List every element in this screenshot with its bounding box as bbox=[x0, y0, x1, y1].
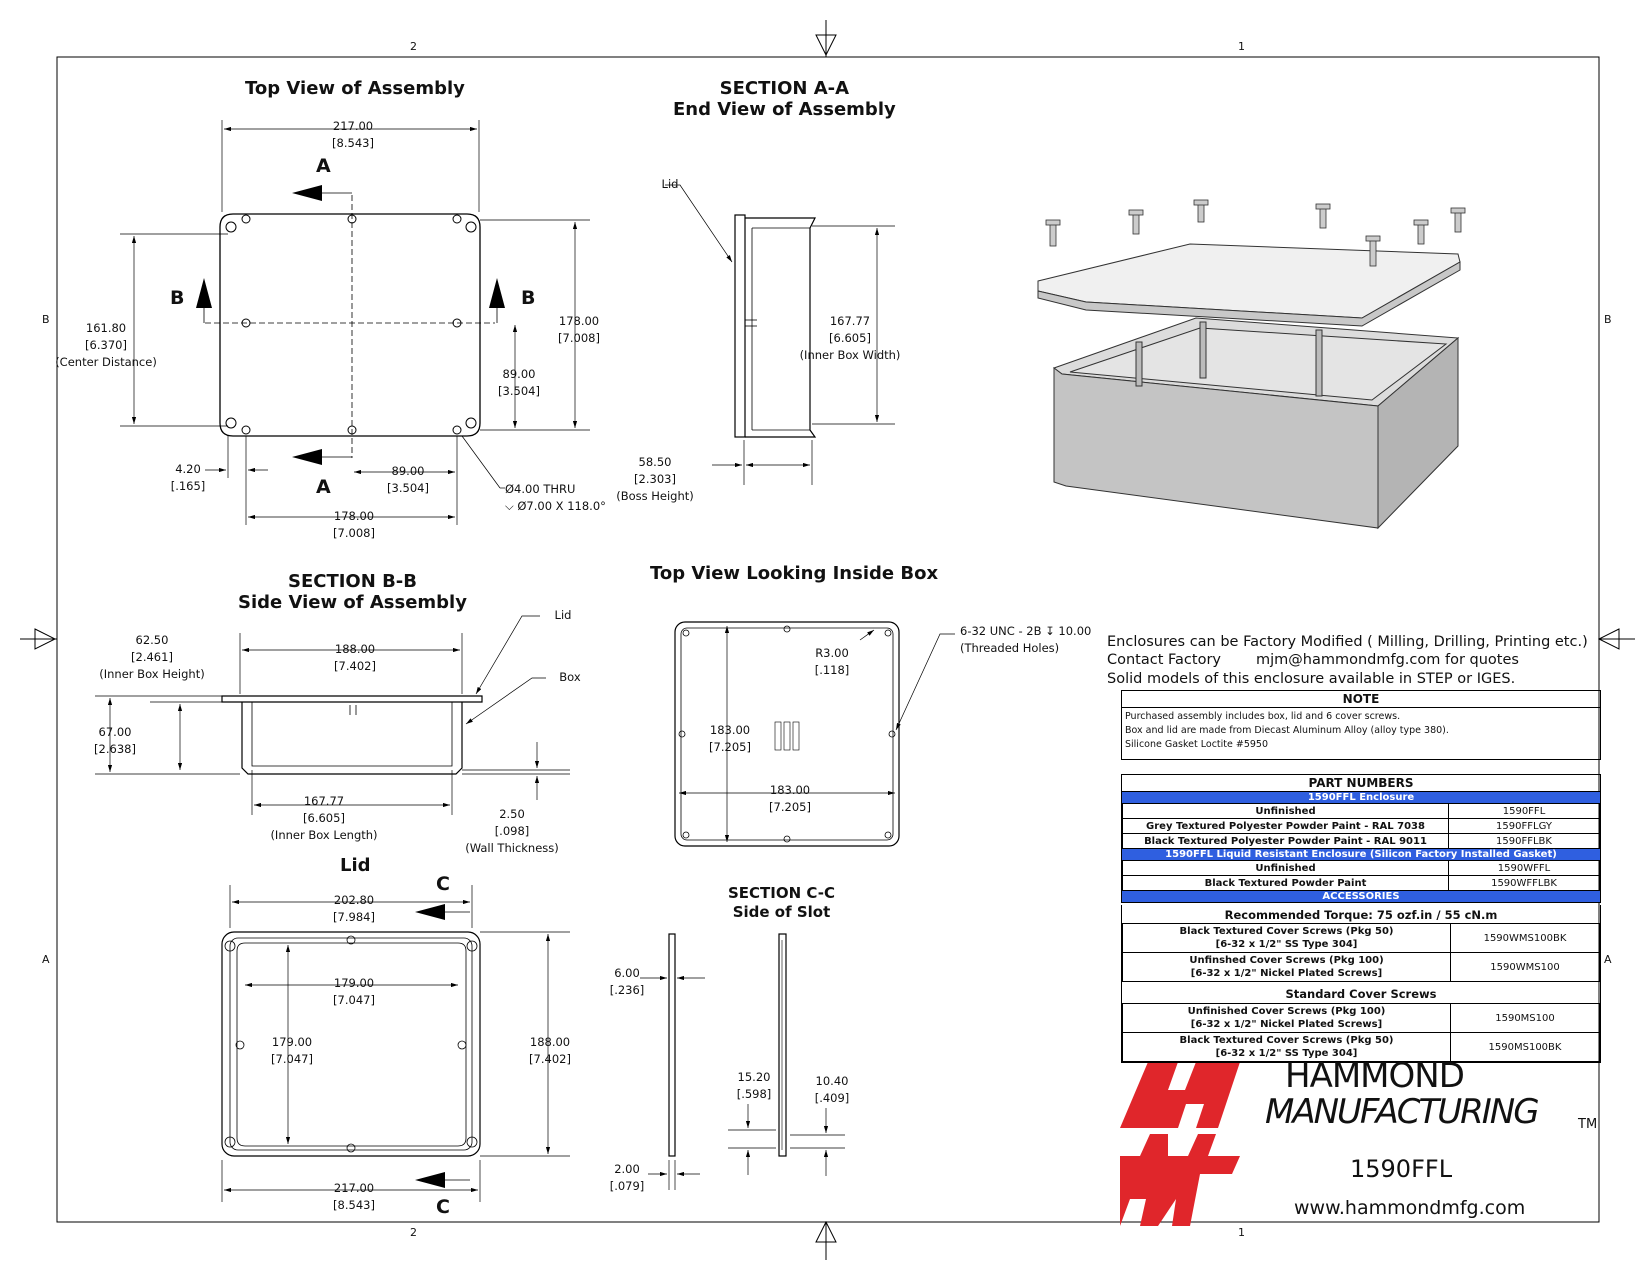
info-line-2b: mjm@hammondmfg.com for quotes bbox=[1256, 652, 1519, 668]
inside-view-drawing bbox=[674, 621, 955, 847]
top-view-title: Top View of Assembly bbox=[245, 78, 465, 99]
brand-name-2: MANUFACTURING bbox=[1265, 1092, 1540, 1132]
part-number-title: 1590FFL bbox=[1350, 1155, 1453, 1183]
lid-label-aa: Lid bbox=[661, 177, 679, 191]
dim-half-height: 89.00[3.504] bbox=[498, 367, 540, 398]
section-cc-drawing bbox=[640, 933, 845, 1190]
section-a-label-bottom: A bbox=[316, 476, 331, 498]
left-center-mark bbox=[20, 628, 57, 650]
grid-left-a: A bbox=[42, 953, 50, 966]
thread-callout: 6-32 UNC - 2B ↧ 10.00(Threaded Holes) bbox=[960, 624, 1092, 655]
info-line-2a: Contact Factory bbox=[1107, 652, 1221, 668]
grid-bottom-2: 2 bbox=[410, 1226, 417, 1239]
standard-screws-header: Standard Cover Screws bbox=[1285, 987, 1437, 1001]
dim-lid-inner-width: 179.00[7.047] bbox=[333, 976, 375, 1007]
grid-top-1: 1 bbox=[1238, 40, 1245, 53]
part-numbers-header: PART NUMBERS bbox=[1122, 775, 1600, 792]
top-view-drawing bbox=[120, 120, 590, 525]
dim-lid-height: 188.00[7.402] bbox=[529, 1035, 571, 1066]
brand-name-1: HAMMOND bbox=[1285, 1056, 1465, 1096]
dim-radius: R3.00[.118] bbox=[814, 646, 850, 677]
info-line-3: Solid models of this enclosure available… bbox=[1107, 671, 1516, 687]
accessories-box: Recommended Torque: 75 ozf.in / 55 cN.m … bbox=[1121, 905, 1601, 1063]
note-line: Purchased assembly includes box, lid and… bbox=[1125, 711, 1401, 722]
group-accessories: ACCESSORIES bbox=[1122, 891, 1600, 902]
table-row: Grey Textured Polyester Powder Paint - R… bbox=[1122, 818, 1600, 834]
table-row: Unfinshed Cover Screws (Pkg 100)[6-32 x … bbox=[1122, 952, 1600, 982]
torque-note: Recommended Torque: 75 ozf.in / 55 cN.m bbox=[1224, 908, 1498, 922]
section-c-label-top: C bbox=[436, 873, 450, 895]
dim-total-height: 67.00[2.638] bbox=[94, 725, 136, 756]
dim-boss-height: 58.50[2.303](Boss Height) bbox=[616, 455, 694, 503]
dim-height: 178.00[7.008] bbox=[558, 314, 600, 345]
dim-slot-b: 10.40[.409] bbox=[814, 1074, 850, 1105]
grid-right-a: A bbox=[1604, 953, 1612, 966]
box-label-bb: Box bbox=[559, 670, 581, 684]
dim-slot-a: 15.20[.598] bbox=[736, 1070, 772, 1101]
grid-left-b: B bbox=[42, 313, 50, 326]
section-bb-drawing bbox=[95, 615, 570, 815]
dim-slot-thickness: 6.00[.236] bbox=[609, 966, 645, 997]
dim-wall-thickness: 2.50[.098](Wall Thickness) bbox=[465, 807, 559, 855]
dim-edge-offset: 4.20[.165] bbox=[170, 462, 206, 493]
note-line: Box and lid are made from Diecast Alumin… bbox=[1125, 725, 1449, 736]
table-row: Black Textured Cover Screws (Pkg 50)[6-3… bbox=[1122, 923, 1600, 953]
lid-drawing bbox=[221, 885, 570, 1202]
dim-lid-width: 202.80[7.984] bbox=[333, 893, 375, 924]
dim-inside-height: 183.00[7.205] bbox=[709, 723, 751, 754]
part-numbers-box: PART NUMBERS 1590FFL Enclosure Unfinishe… bbox=[1121, 774, 1601, 903]
top-center-mark bbox=[815, 20, 837, 57]
brand-tm: TM bbox=[1578, 1117, 1598, 1132]
section-a-label-top: A bbox=[316, 155, 331, 177]
dim-top-length: 188.00[7.402] bbox=[334, 642, 376, 673]
note-line: Silicone Gasket Loctite #5950 bbox=[1125, 739, 1269, 750]
dim-lid-inner-height: 179.00[7.047] bbox=[271, 1035, 313, 1066]
dim-inner-box-length: 167.77[6.605](Inner Box Length) bbox=[270, 794, 378, 842]
website-url: www.hammondmfg.com bbox=[1294, 1197, 1526, 1219]
assembly-3d-illustration bbox=[1037, 199, 1466, 530]
info-line-1: Enclosures can be Factory Modified ( Mil… bbox=[1107, 634, 1588, 650]
table-row: Unfinished Cover Screws (Pkg 100)[6-32 x… bbox=[1122, 1003, 1600, 1033]
dim-lid-outer-width: 217.00[8.543] bbox=[333, 1181, 375, 1212]
dim-inside-width: 183.00[7.205] bbox=[769, 783, 811, 814]
dim-bolt-spacing: 178.00[7.008] bbox=[333, 509, 375, 540]
grid-bottom-1: 1 bbox=[1238, 1226, 1245, 1239]
grid-top-2: 2 bbox=[410, 40, 417, 53]
dim-inner-box-width: 167.77[6.605](Inner Box Width) bbox=[799, 314, 901, 362]
bottom-center-mark bbox=[815, 1220, 837, 1260]
group-enclosure: 1590FFL Enclosure bbox=[1122, 792, 1600, 803]
lid-label-bb: Lid bbox=[554, 608, 572, 622]
grid-right-b: B bbox=[1604, 313, 1612, 326]
dim-half-width: 89.00[3.504] bbox=[387, 464, 429, 495]
section-b-label-left: B bbox=[170, 287, 185, 309]
hole-callout: Ø4.00 THRU⌵ Ø7.00 X 118.0° bbox=[505, 482, 606, 513]
section-b-label-right: B bbox=[521, 287, 536, 309]
right-center-mark bbox=[1597, 628, 1635, 650]
lid-title: Lid bbox=[340, 855, 371, 876]
note-box: NOTE Purchased assembly includes box, li… bbox=[1121, 690, 1601, 760]
group-liquid-resistant: 1590FFL Liquid Resistant Enclosure (Sili… bbox=[1122, 849, 1600, 860]
table-row: Black Textured Cover Screws (Pkg 50)[6-3… bbox=[1122, 1032, 1600, 1062]
section-c-label-bottom: C bbox=[436, 1196, 450, 1218]
section-aa-drawing bbox=[665, 184, 895, 485]
dim-inner-box-height: 62.50[2.461](Inner Box Height) bbox=[99, 633, 205, 681]
dim-width: 217.00[8.543] bbox=[332, 119, 374, 150]
inside-view-title: Top View Looking Inside Box bbox=[650, 563, 939, 584]
dim-center-distance: 161.80[6.370](Center Distance) bbox=[55, 321, 157, 369]
dim-slot-c: 2.00[.079] bbox=[609, 1162, 645, 1193]
note-header: NOTE bbox=[1122, 691, 1600, 708]
hammond-logo bbox=[1120, 1062, 1240, 1226]
table-row: Black Textured Polyester Powder Paint - … bbox=[1122, 833, 1600, 849]
